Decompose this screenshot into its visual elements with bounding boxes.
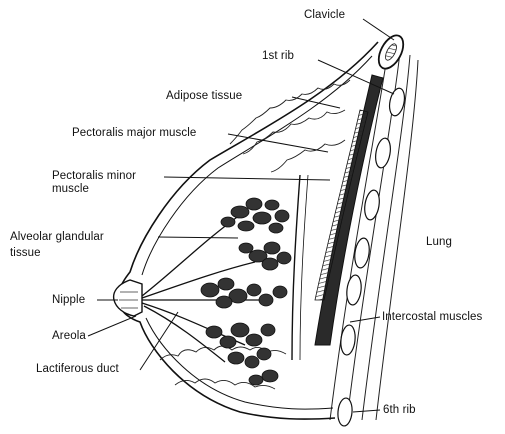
label-alveolar-line1: Alveolar glandular (10, 231, 104, 244)
label-sixth-rib: 6th rib (383, 404, 416, 417)
label-nipple: Nipple (52, 294, 85, 307)
label-pectoralis-minor-line2: muscle (52, 183, 136, 196)
label-alveolar-glandular: Alveolar glandular tissue (10, 231, 104, 260)
label-clavicle: Clavicle (304, 9, 345, 22)
label-intercostal-muscles: Intercostal muscles (382, 311, 482, 324)
label-lung: Lung (426, 236, 452, 249)
label-pectoralis-minor: Pectoralis minor muscle (52, 170, 136, 196)
label-pectoralis-minor-line1: Pectoralis minor (52, 170, 136, 183)
label-first-rib: 1st rib (262, 50, 294, 63)
label-lactiferous-duct: Lactiferous duct (36, 363, 119, 376)
nipple-shape (114, 280, 142, 316)
label-alveolar-line2: tissue (10, 247, 104, 260)
alveolar-glands (201, 198, 291, 385)
label-areola: Areola (52, 330, 86, 343)
label-adipose-tissue: Adipose tissue (166, 90, 242, 103)
label-pectoralis-major: Pectoralis major muscle (72, 127, 196, 140)
